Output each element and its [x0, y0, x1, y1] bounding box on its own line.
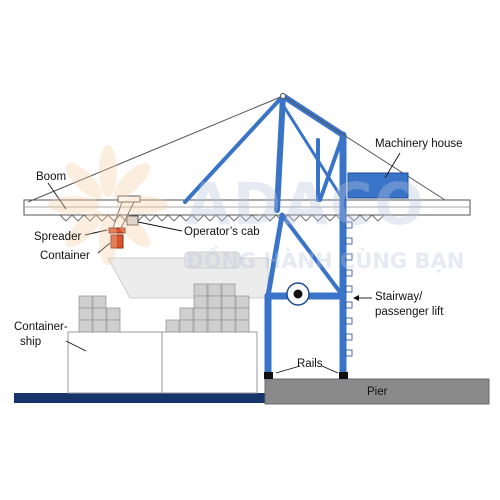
stairway-arrowhead	[353, 295, 359, 301]
rail-left	[264, 372, 273, 379]
label-operators-cab: Operator’s cab	[184, 226, 260, 238]
rails-leader-right	[321, 365, 339, 374]
spreader	[108, 227, 126, 234]
boom-girder	[23, 199, 471, 216]
boom-leader	[47, 182, 67, 210]
machinery-house-leader	[384, 152, 401, 179]
ship-hull-front	[67, 331, 163, 394]
operators-cab	[126, 215, 139, 226]
containership-leader	[65, 340, 87, 352]
container-leader	[97, 242, 111, 254]
ship-container-stacks	[78, 283, 250, 333]
watermark-brand: ADACO	[186, 170, 426, 238]
hoist-rope-left	[112, 201, 123, 229]
boom-cable-festoon	[59, 214, 385, 222]
rail-right	[339, 372, 348, 379]
watermark-logo-flower	[48, 145, 168, 265]
trolley	[117, 195, 141, 203]
water	[14, 393, 270, 403]
apex-sheave	[280, 93, 286, 99]
machinery-house	[347, 172, 409, 199]
operators-cab-leader	[137, 221, 183, 232]
hoist-drum-hub	[293, 289, 303, 299]
stairway-lift	[345, 221, 353, 357]
container-load	[110, 234, 124, 249]
boom-back-stay	[282, 95, 446, 201]
label-container: Container	[40, 250, 90, 262]
watermark-tagline: ĐỒNG HÀNH CÙNG BẠN	[186, 245, 464, 273]
label-stairway-line1: Stairway/	[375, 291, 423, 303]
label-containership-line2: ship	[20, 336, 41, 348]
pier	[264, 378, 490, 405]
label-containership-line1: Container-	[14, 321, 68, 333]
spreader-leader	[84, 229, 108, 236]
label-stairway-line2: passenger lift	[375, 306, 444, 318]
ship-hull-rear	[161, 331, 258, 394]
label-boom: Boom	[36, 171, 66, 183]
rails-leader-left	[275, 365, 301, 374]
hoist-rope-right	[120, 201, 135, 229]
ship-bridge-ghost	[184, 251, 241, 269]
label-pier: Pier	[367, 386, 388, 398]
label-rails: Rails	[297, 358, 323, 370]
label-machinery-house: Machinery house	[375, 138, 463, 150]
label-spreader: Spreader	[34, 231, 81, 243]
boom-front-stay	[27, 95, 284, 203]
watermark: ADACO ĐỒNG HÀNH CÙNG BẠN	[48, 145, 464, 273]
